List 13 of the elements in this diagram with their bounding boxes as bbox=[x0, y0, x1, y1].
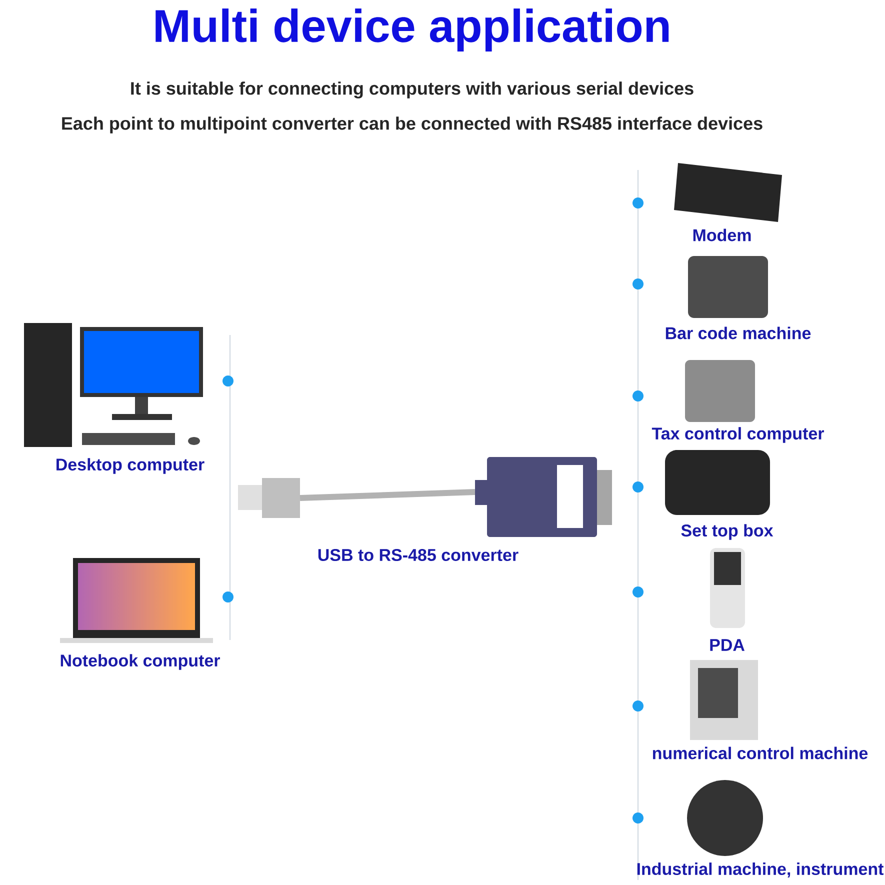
device-caption: Bar code machine bbox=[666, 326, 811, 340]
device-caption: Set top box bbox=[681, 524, 774, 540]
device-caption: Tax control computer bbox=[652, 427, 824, 443]
device-caption: USB to RS-485 converter bbox=[318, 548, 518, 562]
subtitle: It is suitable for connecting computers with various serial devices bbox=[131, 82, 694, 98]
subtitle: Each point to multipoint converter can be connected with RS485 interface devices bbox=[62, 116, 762, 134]
title: Multi device application bbox=[156, 8, 669, 52]
device-caption: PDA bbox=[710, 639, 744, 651]
device-caption: Desktop computer bbox=[56, 458, 204, 474]
device-caption: Notebook computer bbox=[60, 654, 220, 670]
device-caption: Modem bbox=[693, 228, 751, 242]
device-caption: numerical control machine bbox=[652, 746, 868, 760]
device-caption: Industrial machine, instrument bbox=[637, 862, 884, 878]
